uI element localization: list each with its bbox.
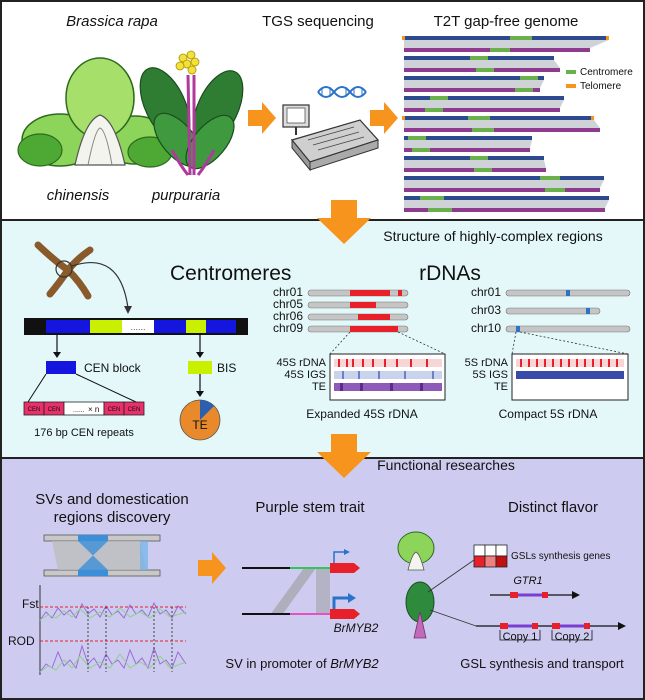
telomere-legend-swatch — [566, 84, 576, 88]
te-pie-chart — [179, 399, 221, 441]
middle-section-title: Structure of highly-complex regions — [383, 228, 602, 244]
arrow-icon — [248, 102, 276, 134]
fst-axis-label: Fst — [22, 597, 39, 611]
purple-plant-icon — [405, 581, 435, 639]
chr-label: chr09 — [273, 321, 303, 335]
rdna-45s-tracks — [334, 359, 442, 391]
gsl-caption: GSL synthesis and transport — [460, 656, 624, 671]
down-arrow-icon — [317, 200, 371, 244]
rdna-45s-chromosomes — [307, 289, 409, 333]
species-label: Brassica rapa — [66, 13, 158, 30]
chr-label: chr01 — [273, 285, 303, 299]
chromosome-icon — [34, 241, 132, 314]
purple-stem-title: Purple stem trait — [255, 499, 365, 516]
cen-unit-label: CEN — [48, 407, 61, 413]
distinct-flavor-title: Distinct flavor — [508, 499, 598, 516]
gsl-genes-label: GSLs synthesis genes — [511, 551, 611, 562]
bottom-section-title: Functional researches — [377, 457, 515, 473]
gtr1-copies-track — [476, 622, 626, 641]
middle-panel — [0, 219, 645, 459]
rdna-5s-tracks — [516, 359, 624, 391]
centromere-legend-swatch — [566, 70, 576, 74]
telomere-legend-label: Telomere — [580, 81, 622, 92]
svg-text:......: ...... — [130, 322, 145, 332]
genome-synteny-plot — [402, 36, 609, 212]
compact-5s-caption: Compact 5S rDNA — [499, 407, 598, 421]
arrow-icon — [198, 552, 226, 584]
sv-promoter-caption: SV in promoter of BrMYB2 — [225, 656, 379, 671]
centromere-legend-label: Centromere — [580, 67, 633, 78]
chr-label: chr10 — [471, 321, 501, 335]
cen-unit-label: CEN — [28, 407, 41, 413]
bis-swatch — [188, 361, 212, 374]
chr-label: chr01 — [471, 285, 501, 299]
promoter-sv-diagram — [242, 549, 360, 619]
chr-label: chr06 — [273, 309, 303, 323]
sv-title-line2: regions discovery — [54, 509, 171, 526]
repeat-n-label: × n — [88, 405, 99, 414]
expanded-45s-caption: Expanded 45S rDNA — [306, 407, 417, 421]
gtr1-gene-track — [490, 591, 580, 599]
cen-repeat-units — [23, 401, 145, 416]
gene-label: BrMYB2 — [334, 621, 379, 635]
down-arrow-icon — [317, 434, 371, 478]
chr-label: chr05 — [273, 297, 303, 311]
track-label: 45S IGS — [284, 369, 326, 381]
cen-unit-label: CEN — [108, 407, 121, 413]
rdna-title: rDNAs — [419, 262, 481, 285]
centromere-array-bar: ...... — [24, 318, 248, 335]
track-label: TE — [494, 381, 508, 393]
centromeres-title: Centromeres — [170, 262, 291, 285]
repeat-dots: ...... — [73, 407, 85, 414]
green-plant-icon — [397, 531, 435, 571]
rdna-5s-chromosomes — [505, 289, 631, 333]
purpuraria-plant-icon — [139, 50, 244, 176]
gsl-genes-heatmap — [473, 544, 508, 568]
te-pie-label: TE — [192, 418, 207, 432]
rod-axis-label: ROD — [8, 634, 35, 648]
track-label: TE — [312, 381, 326, 393]
sv-synteny-icon — [43, 534, 161, 577]
tgs-label: TGS sequencing — [262, 13, 374, 30]
sv-title-line1: SVs and domestication — [35, 491, 188, 508]
copy-1-label: Copy 1 — [503, 631, 538, 643]
cen-block-label: CEN block — [84, 361, 142, 375]
purpuraria-label: purpuraria — [151, 187, 220, 204]
sv-caption-gene: BrMYB2 — [330, 656, 379, 671]
sv-caption-prefix: SV in promoter of — [225, 656, 330, 671]
chr-label: chr03 — [471, 303, 501, 317]
chinensis-label: chinensis — [47, 187, 110, 204]
gtr1-label: GTR1 — [513, 575, 542, 587]
sequencer-icon — [282, 104, 380, 172]
copy-2-label: Copy 2 — [555, 631, 590, 643]
track-label: 45S rDNA — [276, 357, 326, 369]
track-label: 5S IGS — [473, 369, 508, 381]
cen-unit-label: CEN — [128, 407, 141, 413]
track-label: 5S rDNA — [465, 357, 509, 369]
t2t-label: T2T gap-free genome — [434, 13, 579, 30]
fst-rod-plot — [39, 585, 187, 675]
bis-label: BIS — [217, 361, 236, 375]
arrow-icon — [370, 102, 398, 134]
cen-block-swatch — [46, 361, 76, 374]
cen-repeats-caption: 176 bp CEN repeats — [34, 427, 134, 439]
dna-icon — [317, 86, 367, 98]
